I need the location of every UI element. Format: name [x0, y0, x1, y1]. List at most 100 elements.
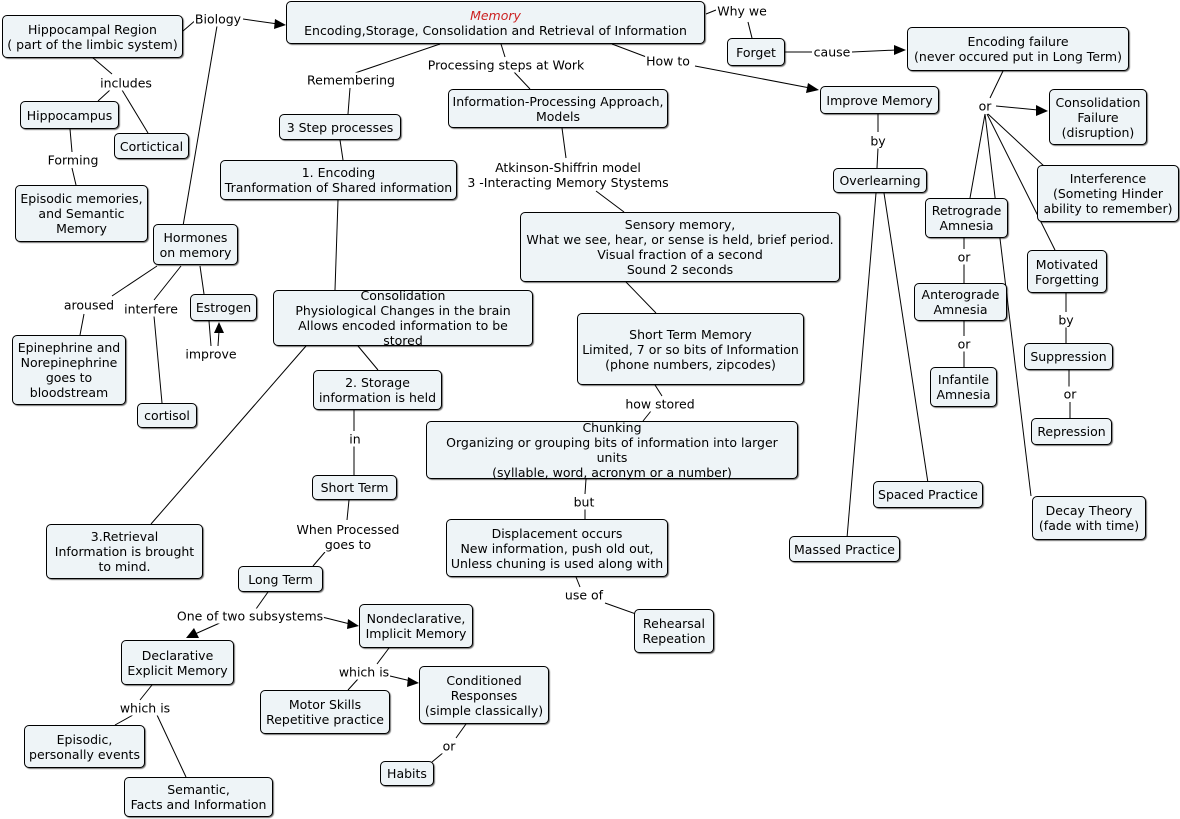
info-processing-node: Information-Processing Approach, Models: [448, 89, 668, 128]
connector-line: [987, 113, 1046, 168]
cortictical-node: Cortictical: [114, 133, 189, 159]
interference-node: Interference (Someting Hinder ability to…: [1037, 165, 1179, 222]
displacement-node: Displacement occurs New information, pus…: [446, 519, 668, 577]
connector-line: [194, 621, 223, 635]
connector-line: [747, 21, 753, 39]
epinephrine-node: Epinephrine and Norepinephrine goes to b…: [12, 335, 126, 405]
label-atkinson-shiffrin: Atkinson-Shiffrin model 3 -Interacting M…: [466, 160, 670, 190]
label-one-of-two: One of two subsystems: [175, 608, 325, 624]
connector-line: [153, 265, 182, 301]
label-aroused: aroused: [62, 297, 116, 313]
connector-line: [69, 128, 73, 153]
rehearsal-node: Rehearsal Repeation: [634, 609, 714, 653]
memory-title: Memory: [470, 7, 521, 23]
connector-line: [357, 345, 379, 371]
encoding-failure-node: Encoding failure (never occured put in L…: [907, 27, 1129, 71]
encoding-node: 1. Encoding Tranformation of Shared info…: [220, 160, 457, 200]
connector-line: [91, 56, 113, 75]
connector-line: [513, 71, 531, 90]
connector-line: [431, 751, 445, 763]
arrowhead: [894, 45, 906, 55]
episodic-events-node: Episodic, personally events: [24, 725, 145, 768]
connector-line: [876, 147, 879, 169]
repression-node: Repression: [1031, 418, 1112, 445]
arrowhead: [806, 83, 819, 93]
consolidation-node: Consolidation Physiological Changes in t…: [273, 288, 533, 348]
connector-line: [346, 499, 350, 521]
label-or-amnesia-1: or: [956, 249, 972, 265]
label-or-suppression: or: [1062, 386, 1078, 402]
arrowhead: [1036, 105, 1048, 116]
decay-theory-node: Decay Theory (fade with time): [1032, 496, 1146, 540]
hormones-node: Hormones on memory: [153, 224, 238, 265]
connector-line: [969, 113, 986, 199]
connector-line: [312, 551, 326, 567]
connector-line: [604, 602, 637, 615]
connector-line: [654, 384, 663, 397]
consolidation-failure-node: Consolidation Failure (disruption): [1049, 89, 1147, 145]
label-which-is-nondeclarative: which is: [337, 664, 391, 680]
connector-line: [455, 723, 467, 739]
connector-line: [995, 105, 1039, 111]
retrograde-node: Retrograde Amnesia: [925, 198, 1008, 238]
anterograde-node: Anterograde Amnesia: [914, 283, 1007, 321]
estrogen-node: Estrogen: [190, 294, 257, 321]
motor-skills-node: Motor Skills Repetitive practice: [260, 690, 390, 734]
connector-line: [846, 192, 877, 539]
label-improve: improve: [184, 346, 238, 362]
declarative-node: Declarative Explicit Memory: [121, 640, 234, 685]
connector-line: [71, 167, 77, 186]
connector-line: [584, 478, 587, 495]
hippocampus-node: Hippocampus: [20, 101, 119, 129]
label-biology: Biology: [193, 11, 243, 27]
label-when-processed: When Processed goes to: [295, 522, 401, 552]
connector-line: [199, 265, 205, 295]
connector-line: [347, 678, 359, 691]
connector-line: [97, 89, 111, 102]
infantile-node: Infantile Amnesia: [930, 367, 997, 407]
connector-line: [389, 675, 412, 682]
connector-line: [321, 616, 351, 625]
episodic-semantic-node: Episodic memories, and Semantic Memory: [15, 185, 148, 242]
label-which-is-declarative: which is: [118, 700, 172, 716]
motivated-forgetting-node: Motivated Forgetting: [1027, 250, 1107, 293]
connector-line: [883, 192, 929, 484]
connector-line: [851, 49, 897, 53]
memory-node: Memory Encoding,Storage, Consolidation a…: [286, 1, 705, 44]
connector-line: [705, 9, 717, 15]
connector-line: [114, 714, 134, 726]
connector-line: [111, 265, 158, 297]
label-why-we: Why we: [716, 3, 768, 19]
connector-line: [642, 410, 652, 422]
cortisol-node: cortisol: [137, 403, 197, 428]
label-by-motivated: by: [1057, 312, 1075, 328]
connector-line: [156, 714, 187, 778]
arrowhead: [407, 677, 419, 687]
connector-line: [242, 18, 279, 25]
semantic-facts-node: Semantic, Facts and Information: [124, 777, 273, 817]
connector-line: [611, 43, 650, 59]
arrowhead: [347, 619, 359, 629]
label-processing-steps: Processing steps at Work: [426, 57, 586, 73]
label-includes: includes: [99, 75, 153, 91]
long-term-node: Long Term: [238, 566, 323, 592]
hippocampal-region-node: Hippocampal Region ( part of the limbic …: [2, 15, 183, 58]
connector-line: [561, 127, 567, 159]
arrowhead: [186, 628, 199, 638]
connector-line: [217, 330, 220, 347]
label-or-habits: or: [441, 738, 457, 754]
label-how-stored: how stored: [624, 396, 696, 412]
connector-line: [989, 70, 1004, 99]
connector-line: [625, 281, 657, 314]
connector-line: [575, 576, 581, 588]
nondeclarative-node: Nondeclarative, Implicit Memory: [359, 604, 473, 648]
three-step-node: 3 Step processes: [279, 114, 401, 140]
conditioned-node: Conditioned Responses (simple classicall…: [419, 666, 549, 724]
connector-line: [694, 65, 811, 89]
connector-line: [376, 647, 390, 665]
overlearning-node: Overlearning: [833, 168, 927, 193]
memory-subtitle: Encoding,Storage, Consolidation and Retr…: [304, 22, 687, 38]
connector-line: [79, 313, 85, 336]
short-term-memory-node: Short Term Memory Limited, 7 or so bits …: [577, 313, 804, 385]
connector-line: [121, 89, 149, 134]
